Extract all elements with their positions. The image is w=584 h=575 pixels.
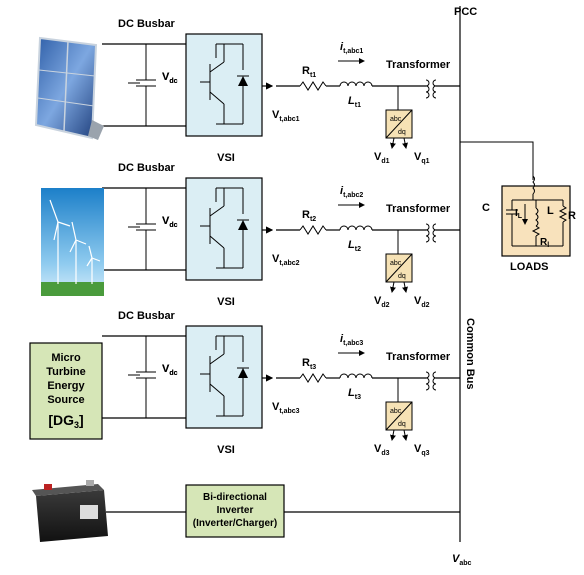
battery-image (32, 480, 108, 542)
load-il-label: IL (515, 208, 523, 220)
transformer-label: Transformer (386, 203, 451, 215)
abc-label: abc (390, 408, 402, 415)
vabc-label: Vabc (452, 553, 472, 567)
vq-label: Vd2 (414, 295, 430, 309)
i-label: it,abc2 (340, 185, 363, 199)
l-label: Lt1 (348, 95, 361, 109)
dq-label: dq (398, 421, 406, 428)
mt-line1: Micro (51, 352, 81, 364)
vsi-label: VSI (217, 152, 235, 164)
load-rl-label: Rl (540, 237, 549, 249)
vdc-label: Vdc (162, 363, 178, 377)
l-label: Lt3 (348, 387, 361, 401)
wind-turbines-image (41, 188, 104, 296)
vsi-label: VSI (217, 444, 235, 456)
loads-box (501, 185, 571, 257)
abc-label: abc (390, 260, 402, 267)
vt-label: Vt,abc2 (272, 253, 300, 267)
micro-turbine-box: Micro Turbine Energy Source [DG3] (29, 342, 103, 440)
r-label: Rt2 (302, 209, 316, 223)
mt-line5: [DG3] (48, 412, 83, 430)
pcc-label: PCC (454, 6, 477, 18)
dc-busbar-label: DC Busbar (118, 18, 176, 30)
solar-panel-image (34, 36, 104, 140)
dq-label: dq (398, 273, 406, 280)
vd-label: Vd1 (374, 151, 390, 165)
vq-label: Vq1 (414, 151, 430, 165)
vdc-label: Vdc (162, 71, 178, 85)
load-r-label: R (568, 210, 576, 222)
i-label: it,abc1 (340, 41, 363, 55)
vdc-label: Vdc (162, 215, 178, 229)
load-l-label: L (547, 205, 554, 217)
r-label: Rt3 (302, 357, 316, 371)
vdc-label: Vdc (162, 71, 178, 85)
loads-title: LOADS (510, 261, 549, 273)
bidirectional-inverter-box (185, 484, 285, 538)
inverter-line1: Bi-directional (203, 492, 267, 503)
vt-label: Vt,abc3 (272, 401, 300, 415)
transformer-label: Transformer (386, 351, 451, 363)
vq-label: Vq3 (414, 443, 430, 457)
i-label: it,abc3 (340, 333, 363, 347)
common-bus-label: Common Bus (464, 318, 476, 390)
mt-line3: Energy (47, 380, 85, 392)
vt-label: Vt,abc1 (272, 109, 300, 123)
mt-line4: Source (47, 394, 84, 406)
dc-busbar-label: DC Busbar (118, 162, 176, 174)
abc-label: abc (390, 116, 402, 123)
vdc-label: Vdc (162, 363, 178, 377)
vsi-label: VSI (217, 296, 235, 308)
vd-label: Vd2 (374, 295, 390, 309)
vdc-label: Vdc (162, 215, 178, 229)
mt-line2: Turbine (46, 366, 86, 378)
loads-group: C IL L R Rl LOADS (460, 141, 576, 273)
inverter-line2: Inverter (217, 505, 254, 516)
r-label: Rt1 (302, 65, 316, 79)
vd-label: Vd3 (374, 443, 390, 457)
load-c-label: C (482, 202, 490, 214)
dq-label: dq (398, 129, 406, 136)
transformer-label: Transformer (386, 59, 451, 71)
dc-busbar-label: DC Busbar (118, 310, 176, 322)
inverter-line3: (Inverter/Charger) (193, 518, 277, 529)
l-label: Lt2 (348, 239, 361, 253)
